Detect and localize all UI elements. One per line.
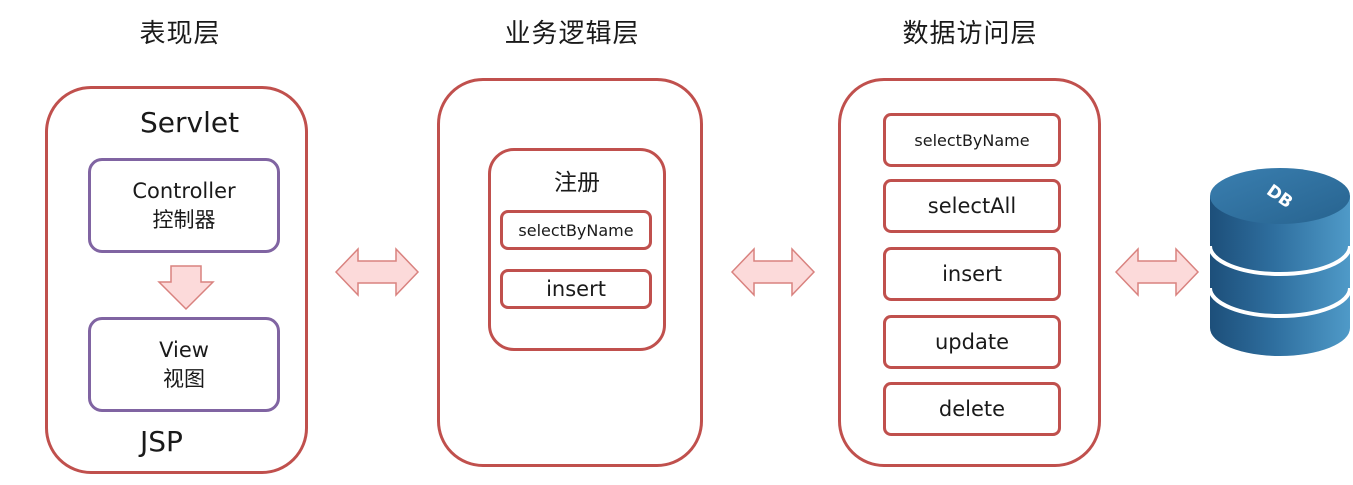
double-arrow-icon-3	[1114, 247, 1200, 297]
business-layer-panel: 注册 selectByName insert	[437, 78, 703, 467]
business-method-insert: insert	[500, 269, 652, 309]
layer-title-presentation: 表现层	[139, 19, 221, 49]
down-arrow-icon	[157, 265, 215, 311]
controller-box: Controller 控制器	[88, 158, 280, 253]
dao-method-update: update	[883, 315, 1061, 369]
view-label-en: View	[159, 337, 209, 362]
view-label-zh: 视图	[163, 366, 205, 391]
double-arrow-icon-1	[334, 247, 420, 297]
dao-method-delete: delete	[883, 382, 1061, 436]
servlet-label: Servlet	[140, 106, 240, 139]
data-access-layer-panel: selectByName selectAll insert update del…	[838, 78, 1101, 467]
layer-title-data-access: 数据访问层	[902, 19, 1038, 49]
controller-label-en: Controller	[132, 178, 236, 203]
register-label: 注册	[554, 170, 600, 196]
view-box: View 视图	[88, 317, 280, 412]
dao-method-insert: insert	[883, 247, 1061, 301]
business-method-select-by-name: selectByName	[500, 210, 652, 250]
double-arrow-icon-2	[730, 247, 816, 297]
dao-method-select-all: selectAll	[883, 179, 1061, 233]
presentation-layer-panel: Servlet Controller 控制器 View 视图 JSP	[45, 86, 308, 474]
database-icon: DB	[1208, 168, 1352, 356]
dao-method-select-by-name: selectByName	[883, 113, 1061, 167]
jsp-label: JSP	[140, 425, 183, 458]
layer-title-business: 业务逻辑层	[504, 19, 640, 49]
controller-label-zh: 控制器	[152, 207, 216, 232]
register-panel: 注册 selectByName insert	[488, 148, 666, 351]
